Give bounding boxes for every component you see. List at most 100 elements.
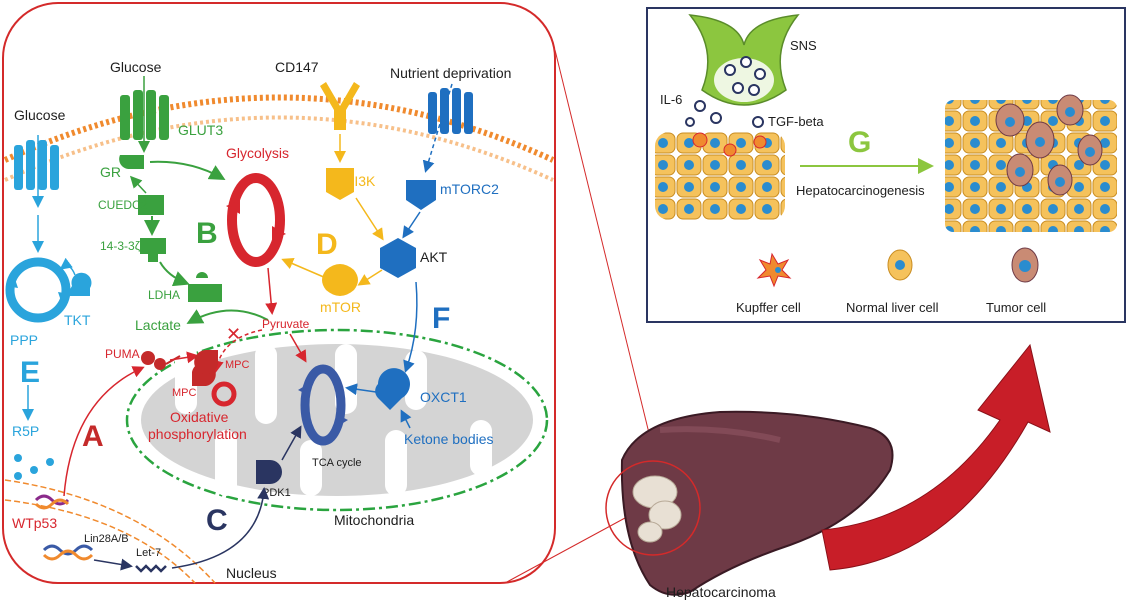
gr-icon (119, 155, 144, 170)
mtor-label: mTOR (320, 299, 361, 315)
glucose-transporter-left (14, 140, 59, 190)
tumor-lesion (632, 475, 682, 543)
tca-label: TCA cycle (312, 457, 362, 469)
letter-b: B (196, 217, 218, 250)
mtor-icon (322, 264, 358, 296)
legend-normal-label: Normal liver cell (846, 300, 939, 315)
cuedc2-label: CUEDC2 (98, 198, 148, 212)
ketone-label: Ketone bodies (404, 431, 494, 447)
cell-membrane-inner (4, 115, 554, 182)
arrow-oxct1-to-tca (345, 383, 377, 396)
ldha-label: LDHA (148, 288, 180, 302)
tumor-cell-nuclei (1005, 107, 1095, 187)
hepatocarcinogenesis-label: Hepatocarcinogenesis (796, 183, 925, 198)
cd147-label: CD147 (275, 59, 319, 75)
r5p-label: R5P (12, 423, 39, 439)
mpc-icon-2 (194, 350, 218, 374)
arrow-ketone-to-oxct1 (400, 409, 412, 429)
mtorc2-icon (406, 180, 436, 210)
wtp53-dna-icon (34, 494, 70, 510)
tca-cycle (300, 364, 346, 446)
oxphos-cycle (211, 381, 237, 407)
lin28-label: Lin28A/B (84, 533, 129, 545)
oxphos-label-1: Oxidative (170, 409, 229, 425)
arrow-glycolysis-to-pyruvate (265, 267, 278, 315)
curved-red-arrow (821, 343, 1051, 571)
glut3-label: GLUT3 (178, 122, 223, 138)
legend-tumor-label: Tumor cell (986, 300, 1046, 315)
akt-icon (380, 238, 416, 278)
pi3k-label: PI3K (345, 173, 376, 189)
lactate-label: Lactate (135, 317, 181, 333)
mitochondrion-outer (125, 328, 549, 512)
mtorc2-label: mTORC2 (440, 181, 499, 197)
pdk1-icon (256, 460, 282, 484)
arrow-pyruvate-to-tca (289, 333, 307, 363)
tumor-highlight-circle (605, 460, 701, 556)
arrow-pyruvate-to-lactate (186, 309, 269, 324)
let7-label: Let-7 (136, 547, 161, 559)
pdk1-label: PDK1 (262, 487, 291, 499)
arrow-mtorc2-to-akt (402, 211, 421, 239)
arrow-pdk1-to-tca (281, 425, 302, 461)
let7-icon (135, 564, 167, 573)
nuclear-envelope-inner (4, 499, 196, 584)
nucleus-label: Nucleus (226, 565, 277, 581)
tkt-label: TKT (64, 312, 91, 328)
pyruvate-label: Pyruvate (262, 317, 310, 331)
arrow-cuedc2-to-gr (129, 175, 147, 194)
legend-kupffer-label: Kupffer cell (736, 300, 801, 315)
oxct1-icon (375, 368, 410, 410)
inhibition-mark: ✕ (226, 324, 241, 344)
mpc-label-2: MPC (225, 359, 250, 371)
cytokine-molecules (685, 100, 764, 128)
arrow-glut3-to-glycolysis (149, 160, 226, 180)
arrow-nutrient-to-mtorc2 (422, 83, 453, 173)
liver-shape (620, 410, 894, 596)
akt-label: AKT (420, 249, 448, 265)
right-panel: SNS IL-6 TGF-beta G Hepatocarcinogenesis (646, 7, 1126, 323)
nutrient-deprivation-label: Nutrient deprivation (390, 65, 511, 81)
protein-1433-label: 14-3-3ζ (100, 239, 141, 253)
pi3k-icon (326, 168, 354, 200)
ppp-cycle (5, 257, 71, 323)
mitochondria-label: Mitochondria (334, 512, 414, 528)
ldha-icon (188, 272, 222, 302)
arrow-wtp53-to-puma (63, 366, 145, 497)
cuedc2-icon (138, 195, 164, 215)
il6-label: IL-6 (660, 92, 682, 107)
zoom-line-top (554, 49, 661, 479)
glucose-mid-label: Glucose (110, 59, 162, 75)
legend-tumor-icon (1011, 247, 1039, 283)
glut3-transporter (120, 90, 169, 140)
left-panel: Glucose Glucose CD147 Nutrient deprivati… (2, 2, 556, 584)
letter-e: E (20, 356, 40, 389)
ppp-label: PPP (10, 332, 38, 348)
oxct1-label: OXCT1 (420, 389, 467, 405)
normal-tissue (655, 132, 785, 220)
letter-f: F (432, 302, 450, 335)
arrow-mtor-to-glycolysis (281, 258, 327, 279)
tkt-icon (66, 272, 92, 296)
puma-icon (141, 351, 181, 370)
arrow-akt-to-mtor (357, 269, 383, 286)
cd147-receptor (320, 82, 360, 130)
letter-a: A (82, 420, 104, 453)
sns-label: SNS (790, 38, 817, 53)
hepatocarcinoma-label: Hepatocarcinoma (666, 584, 776, 600)
letter-g: G (848, 126, 871, 159)
oxphos-label-2: phosphorylation (148, 426, 247, 442)
glycolysis-label: Glycolysis (226, 145, 289, 161)
letter-d: D (316, 228, 338, 261)
letter-c: C (206, 504, 228, 537)
puma-label: PUMA (105, 347, 140, 361)
legend-normal-icon (887, 249, 913, 281)
arrow-puma-to-mpc (169, 351, 199, 364)
arrow-akt-to-oxct1 (403, 281, 418, 373)
glucose-left-label: Glucose (14, 107, 66, 123)
tgf-label: TGF-beta (768, 114, 824, 129)
arrow-lin28-to-let7 (93, 558, 133, 571)
wtp53-label: WTp53 (12, 515, 57, 531)
arrow-let7-to-pdk1 (171, 487, 270, 569)
